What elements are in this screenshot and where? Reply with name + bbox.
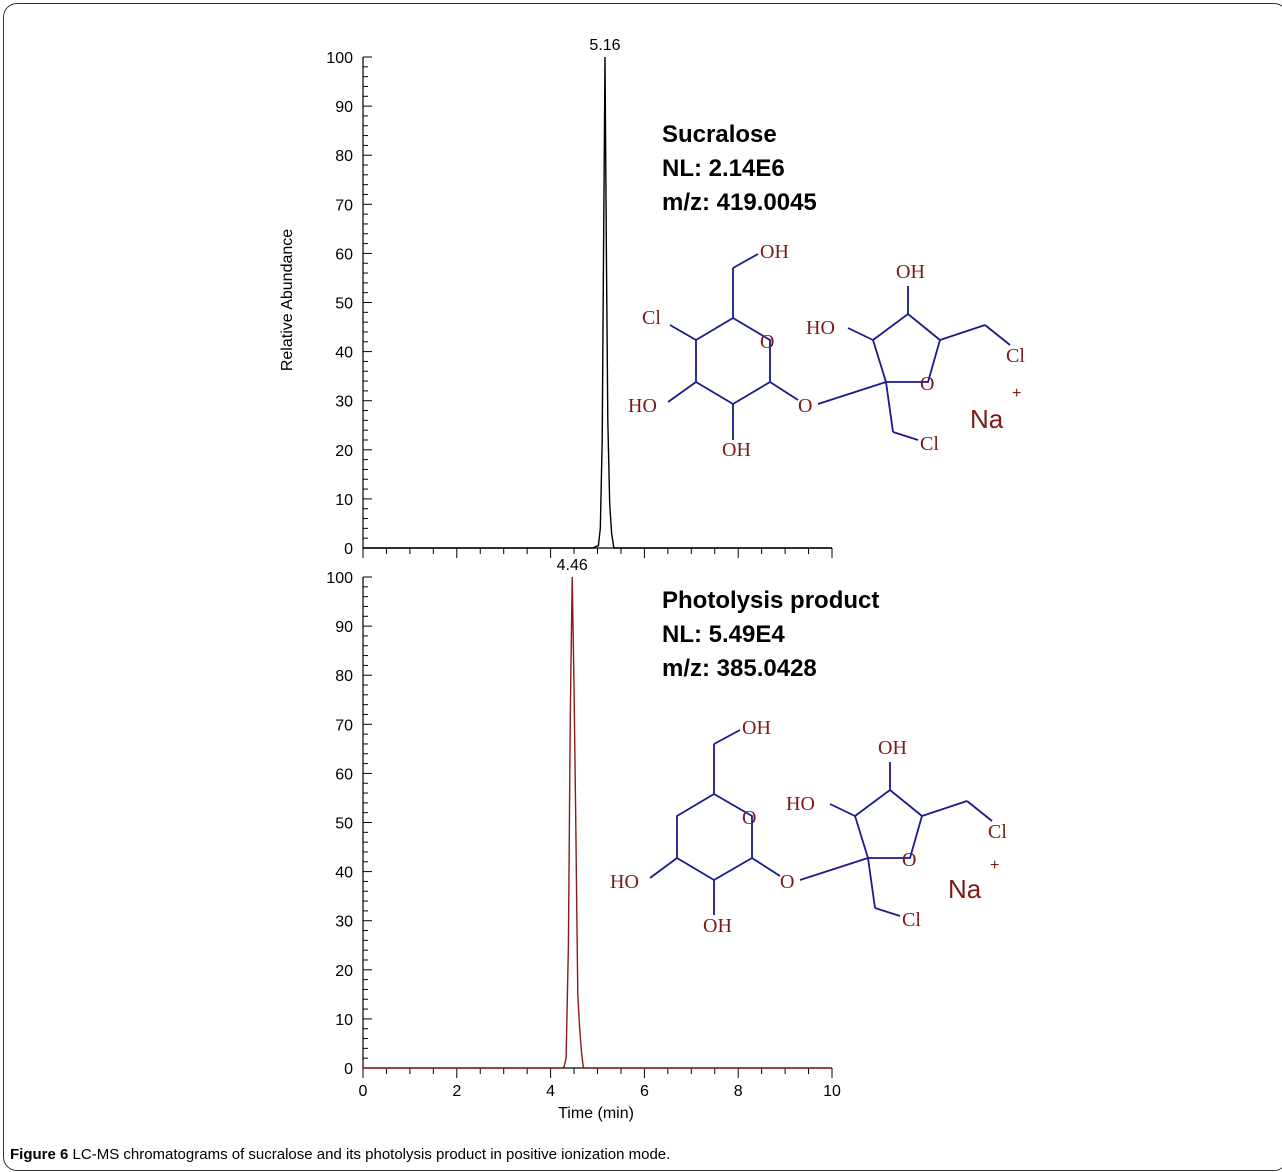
- chromatogram-trace: [363, 56, 832, 549]
- x-tick-label: 4: [546, 1083, 555, 1100]
- y-tick-label: 20: [335, 963, 353, 980]
- y-tick-label: 100: [326, 50, 353, 67]
- x-tick-label: 8: [734, 1083, 743, 1100]
- x-tick-label: 10: [823, 1083, 841, 1100]
- peak-retention-label: 5.16: [589, 37, 620, 54]
- panel-2-title-line-3: m/z: 385.0428: [662, 655, 817, 682]
- m1-sodium-ion: Na: [970, 404, 1004, 434]
- m2-bond: [921, 800, 968, 817]
- y-tick-label: 0: [344, 541, 353, 558]
- y-axis-title: Relative Abundance: [279, 229, 296, 371]
- x-tick-label: 0: [359, 1083, 368, 1100]
- y-tick-label: 30: [335, 394, 353, 411]
- panel-1-title-line-3: m/z: 419.0045: [662, 189, 817, 216]
- y-tick-label: 70: [335, 717, 353, 734]
- figure-caption: Figure 6 LC-MS chromatograms of sucralos…: [10, 1146, 1270, 1163]
- y-tick-label: 80: [335, 148, 353, 165]
- panel-1-title-line-2: NL: 2.14E6: [662, 155, 785, 182]
- m2-furanose-bonds: [853, 788, 924, 859]
- y-tick-label: 30: [335, 914, 353, 931]
- m1-bond: [847, 327, 874, 341]
- caption-text: LC-MS chromatograms of sucralose and its…: [68, 1146, 671, 1163]
- y-tick-label: 60: [335, 246, 353, 263]
- m1-atom: OH: [760, 241, 789, 263]
- chromatogram-trace: [363, 576, 832, 1069]
- m1-atom: OH: [722, 439, 751, 461]
- m2-atom: Cl: [902, 909, 921, 931]
- m1-atom: Cl: [1006, 345, 1025, 367]
- m1-atom: O: [920, 373, 934, 395]
- y-tick-label: 40: [335, 865, 353, 882]
- photolysis-panel: 0 10 20 30 40 50 60 70 80 90 100 0 2 4 6 8 10 4.46: [326, 557, 841, 1100]
- peak-retention-label: 4.46: [557, 557, 588, 574]
- m1-atom: HO: [806, 317, 835, 339]
- m1-bond: [885, 381, 894, 433]
- m2-atom: HO: [786, 793, 815, 815]
- m2-bond: [874, 907, 901, 917]
- m1-bond: [984, 324, 1011, 346]
- figure-frame: [3, 3, 1282, 1171]
- m2-bond: [829, 803, 856, 817]
- x-axis-title: Time (min): [558, 1105, 634, 1122]
- m2-atom: OH: [703, 915, 732, 937]
- m2-bond: [867, 857, 876, 909]
- m2-atom: O: [742, 807, 756, 829]
- m2-atom: OH: [742, 717, 771, 739]
- m2-ring-bonds: [676, 793, 753, 882]
- m1-atom: OH: [896, 261, 925, 283]
- m2-bond: [713, 729, 741, 745]
- m1-bond: [939, 324, 986, 341]
- y-tick-label: 60: [335, 766, 353, 783]
- m1-ring-bonds: [695, 317, 771, 406]
- panel-2-title-line-1: Photolysis product: [662, 587, 879, 614]
- m1-bond: [817, 381, 887, 405]
- m1-bond: [669, 324, 697, 341]
- m1-atom: O: [798, 395, 812, 417]
- y-tick-label: 0: [344, 1061, 353, 1078]
- m2-ion-charge: +: [990, 857, 999, 874]
- m2-atom: HO: [610, 871, 639, 893]
- m1-atom: Cl: [642, 307, 661, 329]
- m2-bond: [799, 857, 869, 881]
- y-tick-label: 90: [335, 619, 353, 636]
- y-tick-label: 10: [335, 1012, 353, 1029]
- m2-atom: OH: [878, 737, 907, 759]
- m1-ion-charge: +: [1012, 385, 1021, 402]
- sucralose-panel: 0 10 20 30 40 50 60 70 80 90 100 5.16: [326, 37, 833, 558]
- panel-2-title-line-2: NL: 5.49E4: [662, 621, 785, 648]
- figure-label: Figure 6: [10, 1146, 69, 1163]
- y-tick-label: 80: [335, 668, 353, 685]
- x-tick-label: 6: [640, 1083, 649, 1100]
- photolysis-product-structure: OH O HO OH O OH HO O Cl Cl Na +: [610, 717, 1007, 937]
- y-tick-label: 70: [335, 197, 353, 214]
- y-tick-label: 100: [326, 570, 353, 587]
- m2-atom: O: [780, 871, 794, 893]
- y-tick-label: 50: [335, 816, 353, 833]
- y-tick-label: 50: [335, 296, 353, 313]
- m1-furanose-bonds: [871, 312, 942, 383]
- m1-atom: Cl: [920, 433, 939, 455]
- y-tick-label: 10: [335, 492, 353, 509]
- y-tick-label: 90: [335, 99, 353, 116]
- m1-bond: [769, 381, 799, 401]
- m2-atom: O: [902, 849, 916, 871]
- panel-1-title-line-1: Sucralose: [662, 121, 777, 148]
- m1-bond: [667, 381, 697, 403]
- m2-sodium-ion: Na: [948, 874, 982, 904]
- sucralose-structure: OH Cl O HO OH O OH HO O Cl Cl Na +: [628, 241, 1025, 461]
- m1-bond: [892, 431, 919, 441]
- m1-atom: HO: [628, 395, 657, 417]
- m2-atom: Cl: [988, 821, 1007, 843]
- y-tick-label: 40: [335, 345, 353, 362]
- m1-bond: [732, 253, 759, 269]
- m2-bond: [966, 800, 993, 822]
- m2-bond: [751, 857, 781, 877]
- x-tick-label: 2: [452, 1083, 461, 1100]
- m2-bond: [649, 857, 678, 879]
- y-tick-label: 20: [335, 443, 353, 460]
- m1-atom: O: [760, 331, 774, 353]
